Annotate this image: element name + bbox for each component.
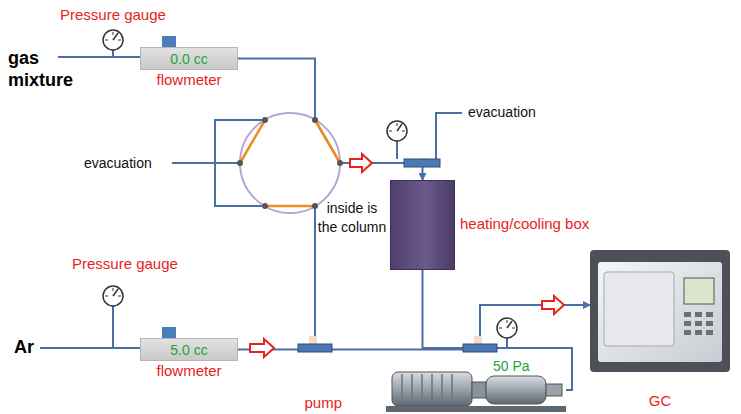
node-text: 0.0 cc: [170, 51, 207, 67]
port-label: evacuation: [84, 155, 152, 171]
pipe: [58, 56, 140, 58]
node-text: GC: [649, 392, 672, 409]
port-label: evacuation: [468, 104, 536, 120]
gc-instrument: [590, 250, 730, 372]
pressure-gauge: [103, 30, 517, 338]
pipe-connector: [238, 59, 423, 181]
inlet-label: Ar: [14, 337, 34, 358]
pipe: [172, 162, 240, 164]
node-text: pump: [304, 394, 342, 411]
node-text: flowmeter: [156, 362, 221, 379]
node-text: flowmeter: [156, 71, 221, 88]
flow-arrow: [250, 154, 564, 357]
sample-loop: [215, 120, 265, 206]
node-text: inside is the column: [317, 199, 387, 237]
callout-label: Pressure gauge: [60, 6, 166, 23]
pipe-connector: [423, 270, 591, 348]
flowmeter-box: 5.0 ccflowmeter: [140, 338, 238, 361]
gauge-stem: [113, 50, 507, 348]
node-text: heating/cooling box: [460, 215, 589, 232]
tee-fitting: [298, 158, 497, 352]
heating-cooling-box: inside is the columnheating/cooling box: [390, 180, 455, 270]
pipe: [314, 206, 316, 344]
flowmeter-box: 0.0 ccflowmeter: [140, 47, 238, 70]
gc-instrument-node: GC: [590, 250, 730, 372]
pipe: [40, 347, 140, 349]
inlet-label: gas mixture: [8, 48, 82, 91]
pump-node: pump: [386, 370, 566, 410]
callout-label: Pressure gauge: [72, 255, 178, 272]
pipe-connector: [238, 305, 590, 350]
pipe: [436, 113, 462, 159]
node-text: 5.0 cc: [170, 342, 207, 358]
reading-label: 50 Pa: [493, 358, 530, 374]
vacuum-pump: [386, 372, 566, 412]
gauge-needle: [105, 32, 515, 328]
six-port-valve: [237, 113, 343, 213]
